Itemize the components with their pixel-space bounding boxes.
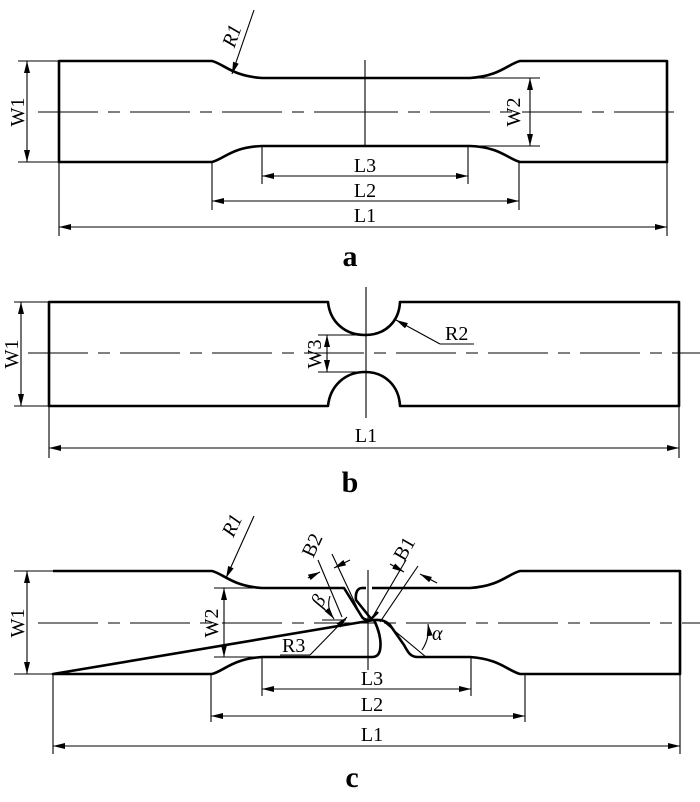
label-l2-a: L2 (354, 180, 376, 202)
label-b1-c: B1 (389, 533, 420, 564)
label-l3-c: L3 (361, 668, 383, 690)
b2-arrow-2 (333, 559, 351, 569)
specimen-outline-c (51, 569, 682, 676)
label-w3-b: W3 (304, 340, 326, 369)
label-alpha-c: α (432, 623, 443, 645)
alpha-arc (421, 623, 433, 651)
label-b2-c: B2 (298, 530, 328, 560)
panel-b: W1 W3 R2 L1 b (1, 287, 700, 499)
r2-leader (395, 319, 441, 345)
label-r1-c: R1 (217, 511, 247, 541)
label-r3-c: R3 (282, 635, 305, 657)
label-w1-a: W1 (7, 98, 29, 127)
label-beta-c: β (306, 591, 331, 612)
beta-arc (324, 595, 335, 620)
label-l3-a: L3 (354, 155, 376, 177)
b2-arrow-1 (307, 571, 321, 581)
label-r1-a: R1 (218, 22, 247, 51)
panel-caption-a: a (343, 240, 358, 273)
r3-leader (309, 616, 348, 656)
label-w1-b: W1 (1, 340, 23, 369)
label-l2-c: L2 (361, 694, 383, 716)
b2-line-2 (331, 553, 363, 619)
label-l1-b: L1 (355, 425, 377, 447)
b1-arrow-2 (419, 573, 438, 584)
r1-leader-a (231, 9, 255, 75)
label-w2-a: W2 (503, 98, 525, 127)
b1-line-2 (379, 565, 419, 623)
label-w1-c: W1 (7, 609, 29, 638)
b1-arrow-1 (389, 563, 405, 573)
label-l1-a: L1 (354, 205, 376, 227)
alpha-ref-line (383, 621, 427, 658)
panel-caption-b: b (342, 466, 359, 499)
label-l1-c: L1 (361, 724, 383, 746)
r1-leader-c (225, 515, 255, 579)
label-r2-b: R2 (445, 323, 468, 345)
panel-caption-c: c (345, 761, 358, 794)
panel-c: W1 W2 R1 R3 B2 B1 β α (7, 511, 700, 794)
label-w2-c: W2 (201, 609, 223, 638)
b2-line-1 (317, 559, 343, 618)
notched-outline-b (47, 300, 681, 408)
panel-a: W1 W2 R1 L3 L2 L1 a (7, 9, 680, 273)
